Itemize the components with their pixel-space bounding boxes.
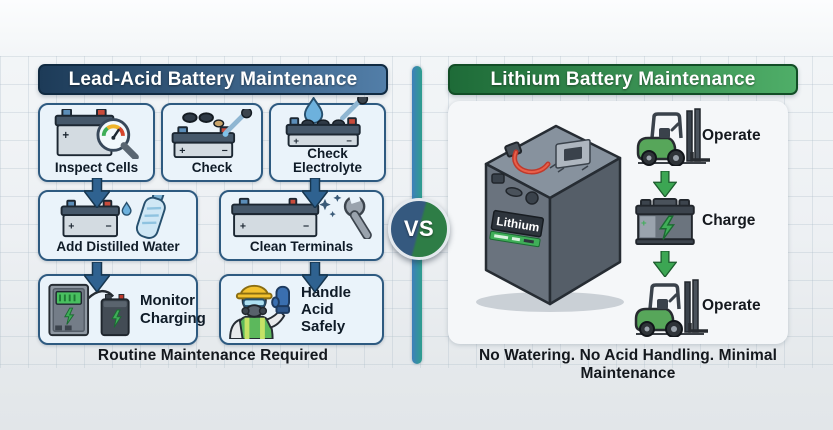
charger-battery-icon	[46, 281, 134, 339]
down-arrow-blue-icon	[84, 262, 110, 292]
lithium-battery-illustration: Lithium	[476, 124, 624, 312]
lead-acid-panel-title: Lead-Acid Battery Maintenance	[68, 68, 358, 90]
lithium-panel-title: Lithium Battery Maintenance	[490, 68, 756, 90]
tile-inspect-cells: + − Inspect Cells	[38, 103, 155, 182]
bms-chip-icon	[549, 138, 591, 173]
svg-text:+: +	[68, 221, 74, 233]
down-arrow-blue-icon	[84, 178, 110, 208]
svg-text:+: +	[179, 146, 185, 158]
tile-handle-acid-safely-label: Handle Acid Safely	[301, 283, 352, 336]
svg-text:+: +	[293, 136, 299, 147]
svg-text:+: +	[641, 218, 647, 229]
svg-text:+: +	[239, 221, 245, 233]
svg-text:−: −	[302, 221, 308, 233]
charging-battery-icon: +	[635, 198, 695, 246]
right-panel-caption: No Watering. No Acid Handling. Minimal M…	[478, 347, 777, 382]
battery-caps-dropper-icon: + −	[165, 108, 259, 161]
svg-text:−: −	[346, 136, 352, 147]
down-arrow-blue-icon	[302, 262, 328, 292]
lithium-battery-label: Lithium	[495, 214, 540, 235]
lead-acid-panel-header: Lead-Acid Battery Maintenance	[38, 64, 388, 95]
worker-ppe-glove-icon	[227, 281, 295, 339]
step-operate-2-label: Operate	[702, 297, 761, 314]
tile-check: + − Check	[161, 103, 263, 182]
tile-monitor-charging-label: Monitor Charging	[140, 292, 206, 327]
tile-check-electrolyte-label: Check Electrolyte	[292, 145, 363, 175]
battery-sparkle-wrench-icon: + −	[223, 195, 380, 240]
down-arrow-green-icon	[653, 251, 677, 277]
svg-text:−: −	[222, 146, 228, 158]
step-operate-1-label: Operate	[702, 127, 761, 144]
vs-badge-label: VS	[403, 216, 435, 241]
tile-add-distilled-water-label: Add Distilled Water	[56, 238, 180, 254]
left-panel-caption: Routine Maintenance Required	[97, 347, 329, 364]
battery-water-bottle-icon: + −	[42, 195, 194, 240]
down-arrow-blue-icon	[302, 178, 328, 208]
vs-badge: VS	[388, 198, 450, 260]
forklift-icon	[636, 108, 710, 166]
tile-check-electrolyte: + − Check Electrolyte	[269, 96, 386, 182]
tile-inspect-cells-label: Inspect Cells	[54, 159, 139, 175]
down-arrow-green-icon	[653, 171, 677, 197]
battery-magnifier-gauge-icon: + −	[42, 108, 151, 161]
step-charge-label: Charge	[702, 212, 756, 229]
tile-add-distilled-water: + − Add Distilled Water	[38, 190, 198, 261]
tile-check-label: Check	[191, 159, 233, 175]
svg-text:−: −	[106, 221, 112, 233]
tile-handle-acid-safely: Handle Acid Safely	[219, 274, 384, 345]
tile-monitor-charging: Monitor Charging	[38, 274, 206, 345]
svg-text:+: +	[62, 130, 69, 142]
tile-clean-terminals: + − Clean Terminals	[219, 190, 384, 261]
droplet-dropper-battery-icon: + −	[273, 96, 382, 147]
forklift-icon	[634, 279, 708, 337]
tile-clean-terminals-label: Clean Terminals	[249, 238, 354, 254]
lithium-panel-header: Lithium Battery Maintenance	[448, 64, 798, 95]
